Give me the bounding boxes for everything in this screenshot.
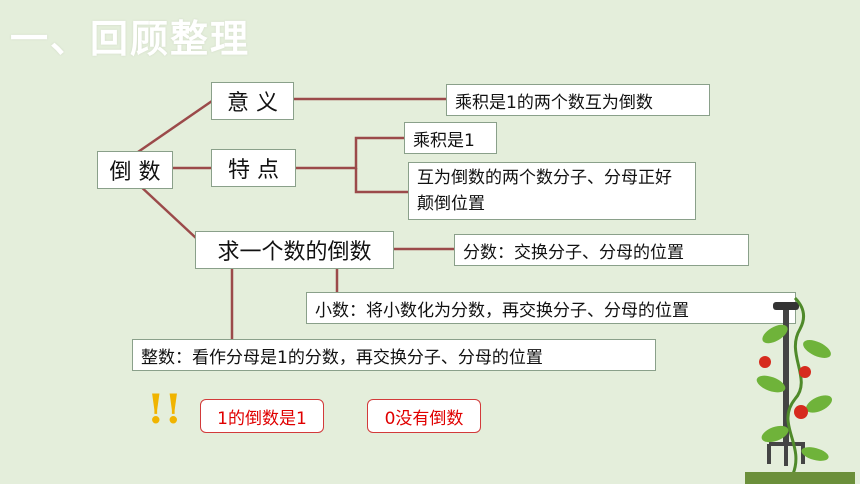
tomato-icon: [759, 356, 811, 419]
root-node: 倒 数: [97, 151, 173, 189]
branch-method: 求一个数的倒数: [195, 231, 394, 269]
note-zero-reciprocal: 0没有倒数: [367, 399, 481, 433]
note-one-reciprocal: 1的倒数是1: [200, 399, 324, 433]
leaf-fraction: 分数：交换分子、分母的位置: [454, 234, 749, 266]
line-features-bracket-2: [354, 168, 408, 194]
vine-icon: [786, 296, 806, 475]
leaf-integer: 整数：看作分母是1的分数，再交换分子、分母的位置: [132, 339, 656, 371]
line-root-method: [137, 183, 197, 239]
leaf-feature-2: 互为倒数的两个数分子、分母正好颠倒位置: [408, 162, 696, 220]
branch-features: 特 点: [211, 149, 296, 187]
line-root-meaning: [137, 99, 213, 154]
garden-fork-icon: [767, 302, 805, 466]
leaf-meaning-def: 乘积是1的两个数互为倒数: [446, 84, 710, 116]
leaf-feature-1: 乘积是1: [404, 122, 497, 154]
page-title: 一、回顾整理: [10, 17, 251, 61]
plant-illustration: [745, 296, 855, 484]
grass-icon: [745, 472, 855, 484]
branch-meaning: 意 义: [211, 82, 294, 120]
exclamation-icon: !!: [147, 386, 183, 433]
line-features-bracket: [296, 136, 404, 170]
leaf-decimal: 小数：将小数化为分数，再交换分子、分母的位置: [306, 292, 796, 324]
